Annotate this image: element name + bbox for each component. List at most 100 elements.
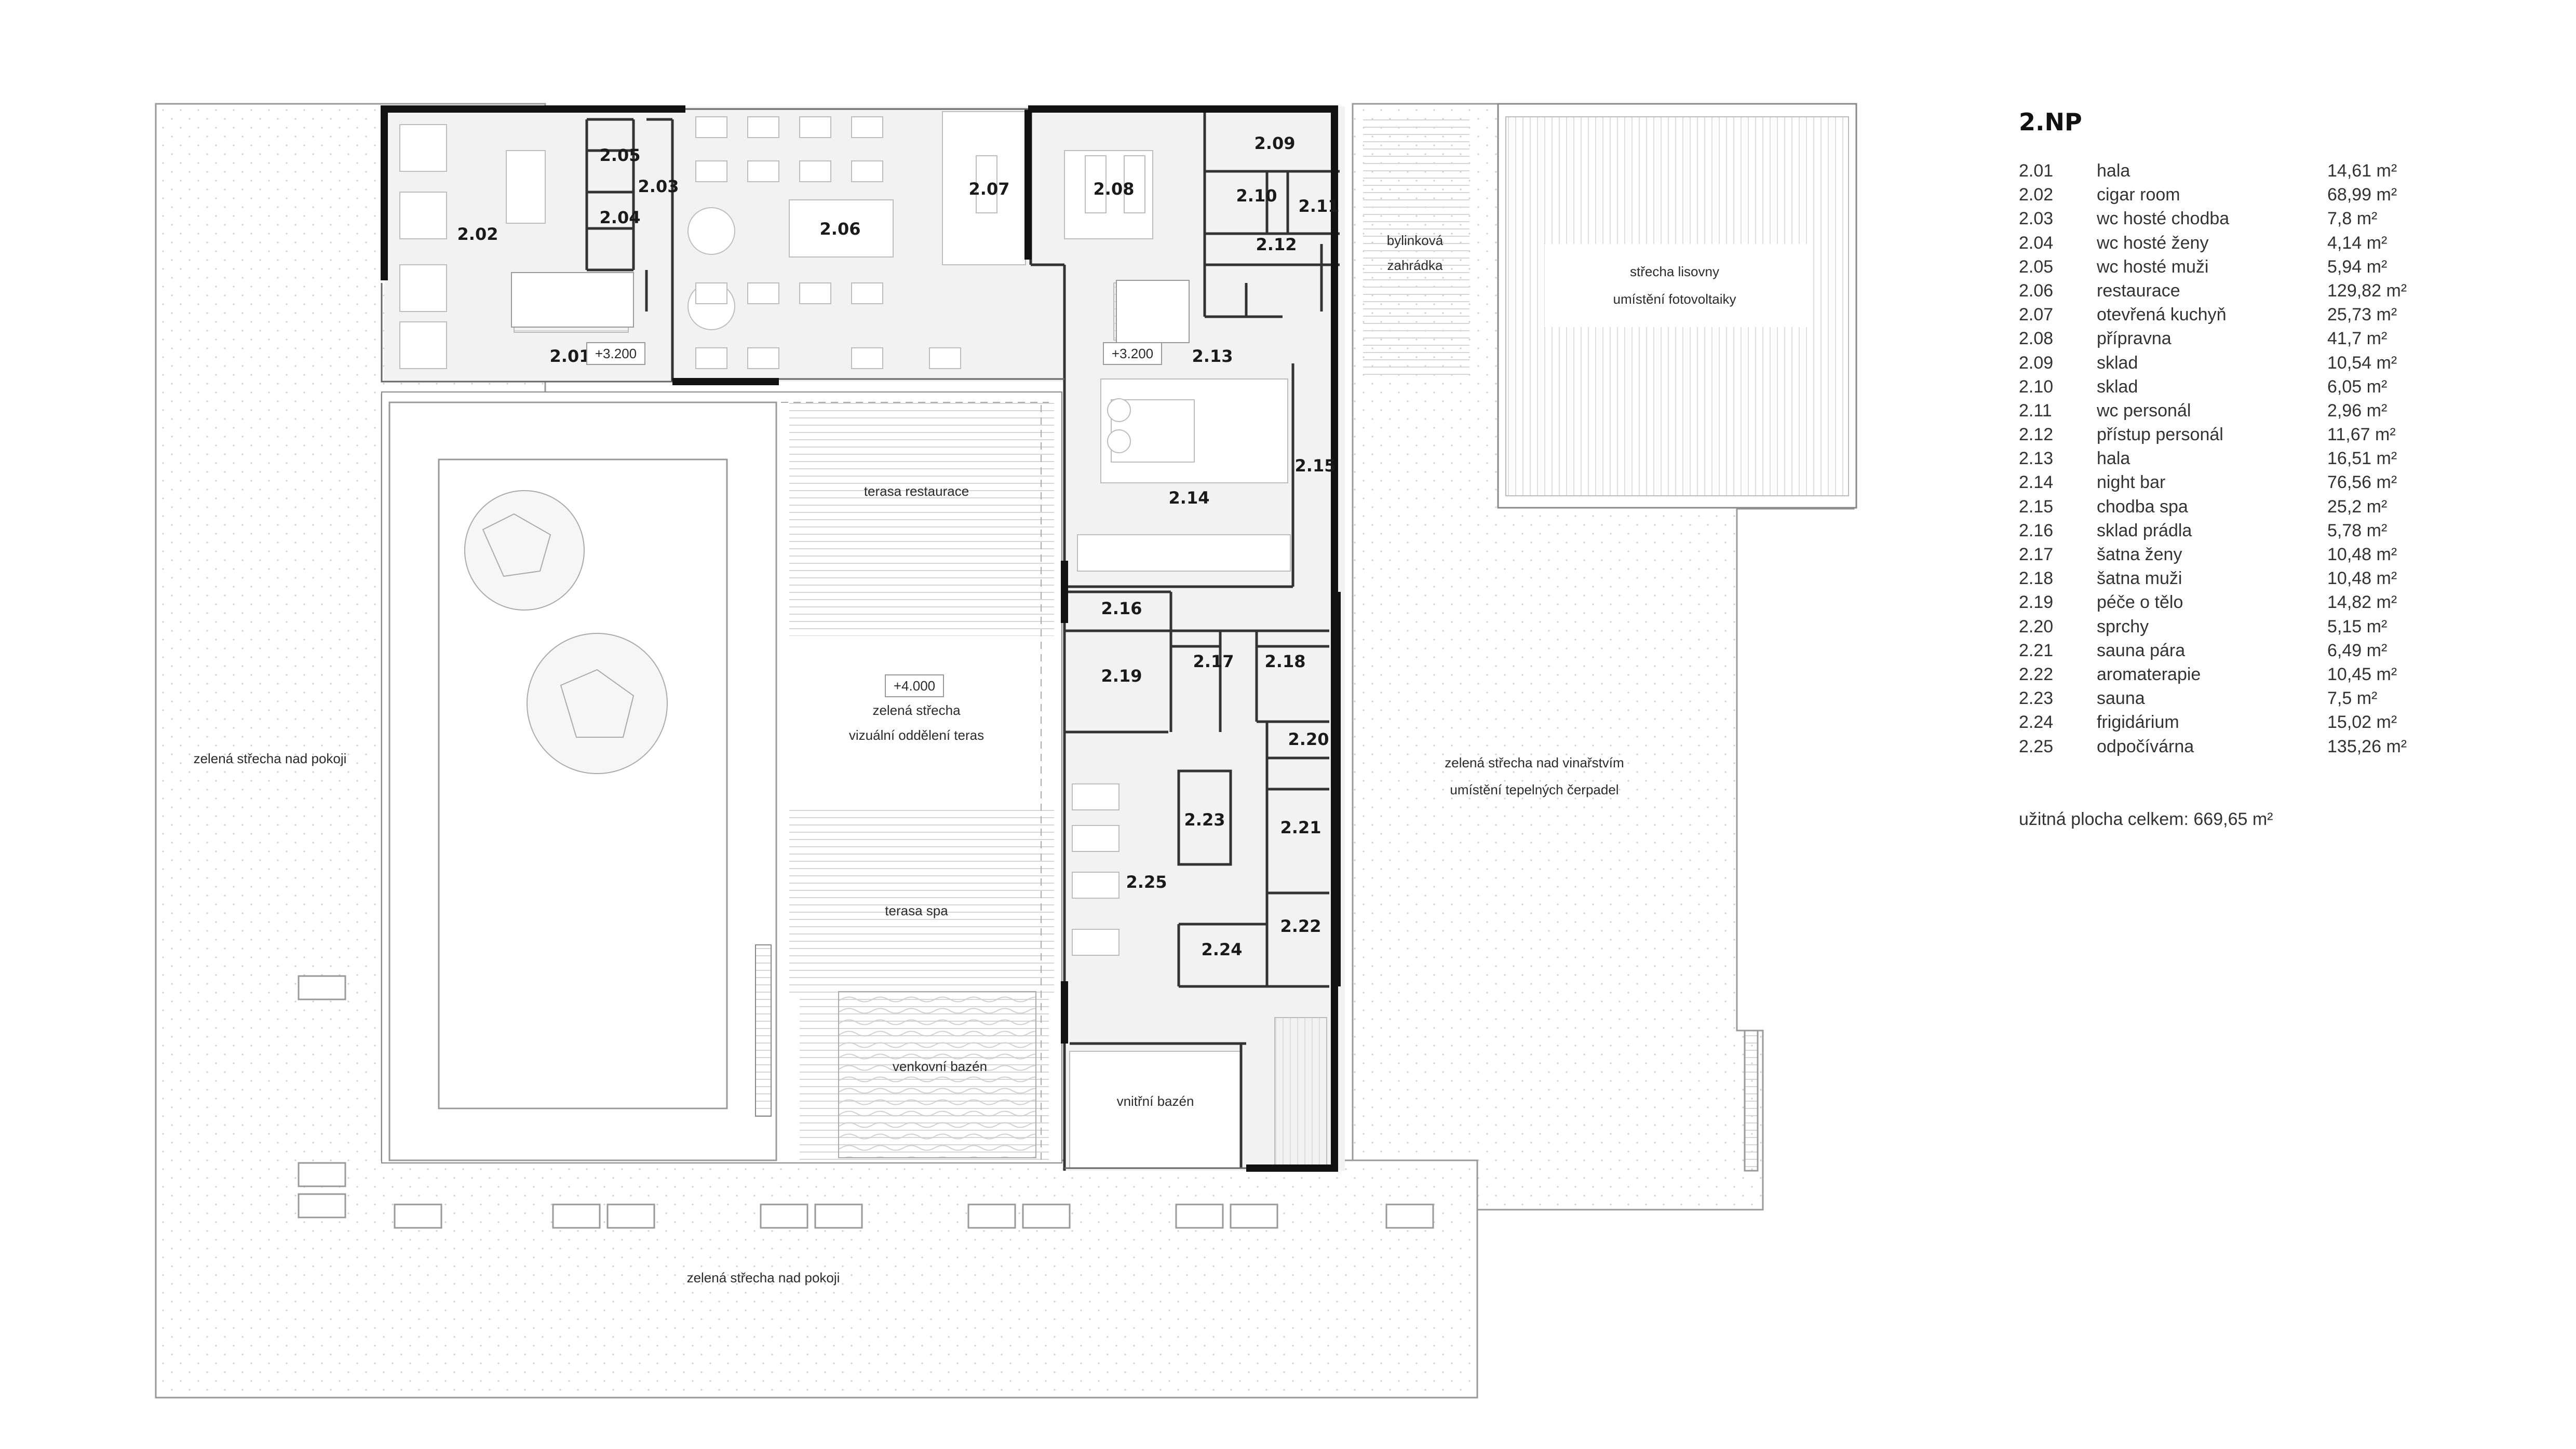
note-photovoltaics: umístění fotovoltaiky	[1613, 291, 1736, 307]
room-area: 6,05 m²	[2327, 376, 2388, 397]
room-name: hala	[2097, 161, 2130, 181]
room-id: 2.08	[2019, 329, 2054, 349]
room-name: cigar room	[2097, 185, 2180, 205]
room-number-label: 2.08	[1094, 179, 1135, 199]
room-area: 135,26 m²	[2327, 736, 2407, 756]
room-id: 2.03	[2019, 209, 2054, 229]
room-area: 41,7 m²	[2327, 329, 2388, 349]
room-number-label: 2.10	[1236, 186, 1277, 206]
room-schedule-row: 2.25 odpočívárna 135,26 m²	[2019, 735, 2538, 759]
room-name: odpočívárna	[2097, 736, 2194, 756]
level-hall-west: +3.200	[595, 346, 637, 361]
skylights	[298, 975, 1759, 1229]
room-id: 2.06	[2019, 280, 2054, 301]
room-number-label: 2.13	[1192, 346, 1233, 366]
room-name: night bar	[2097, 472, 2166, 493]
room-number-label: 2.17	[1193, 652, 1234, 671]
room-number-label: 2.21	[1280, 818, 1321, 837]
room-number-label: 2.16	[1101, 599, 1142, 618]
room-name: sauna	[2097, 688, 2145, 709]
room-id: 2.05	[2019, 256, 2054, 277]
level-terrace: +4.000	[894, 678, 935, 694]
room-id: 2.25	[2019, 736, 2054, 756]
room-area: 6,49 m²	[2327, 640, 2388, 660]
room-name: sklad	[2097, 376, 2138, 397]
room-id: 2.13	[2019, 449, 2054, 469]
room-name: přístup personál	[2097, 425, 2223, 445]
room-name: restaurace	[2097, 280, 2180, 301]
room-number-label: 2.01	[550, 346, 591, 366]
floor-plan: 2.012.022.032.042.052.062.072.082.092.10…	[155, 103, 1857, 1399]
room-name: péče o tělo	[2097, 592, 2183, 613]
room-number-label: 2.19	[1101, 666, 1142, 686]
room-id: 2.17	[2019, 545, 2054, 564]
room-id: 2.19	[2019, 592, 2054, 613]
tree-icon	[464, 490, 668, 774]
room-area: 7,5 m²	[2327, 688, 2378, 709]
room-name: wc hosté chodba	[2097, 209, 2230, 229]
room-number-label: 2.03	[638, 177, 679, 196]
room-area: 15,02 m²	[2327, 712, 2397, 733]
room-id: 2.04	[2019, 233, 2054, 253]
room-name: wc hosté muži	[2097, 256, 2209, 277]
room-id: 2.14	[2019, 472, 2054, 493]
room-name: otevřená kuchyň	[2097, 305, 2227, 325]
room-name: sauna pára	[2097, 640, 2186, 660]
room-name: sprchy	[2097, 616, 2149, 637]
room-area: 10,54 m²	[2327, 353, 2397, 373]
room-area: 5,15 m²	[2327, 616, 2388, 637]
room-area: 16,51 m²	[2327, 449, 2397, 469]
room-name: chodba spa	[2097, 496, 2188, 517]
room-schedule-row: 2.20 sprchy 5,15 m²	[2019, 615, 2538, 639]
room-schedule-row: 2.13 hala 16,51 m²	[2019, 446, 2538, 470]
note-indoor-pool: vnitřní bazén	[1117, 1093, 1194, 1109]
room-name: sklad prádla	[2097, 520, 2192, 540]
room-id: 2.12	[2019, 425, 2054, 445]
room-number-label: 2.04	[600, 208, 641, 227]
note-press-roof: střecha lisovny	[1630, 264, 1719, 279]
press-roof	[1497, 103, 1857, 509]
room-name: šatna ženy	[2097, 545, 2182, 564]
window-lines	[381, 108, 1246, 1169]
room-area: 68,99 m²	[2327, 185, 2397, 205]
room-schedule-row: 2.08 přípravna 41,7 m²	[2019, 327, 2538, 350]
room-number-label: 2.07	[969, 179, 1010, 199]
room-area: 10,48 m²	[2327, 568, 2397, 589]
level-markers: +3.200 +3.200 +4.000	[586, 342, 1162, 697]
note-winery-roof: zelená střecha nad vinařstvím	[1445, 755, 1624, 770]
room-area: 10,48 m²	[2327, 545, 2397, 564]
room-number-label: 2.20	[1288, 729, 1329, 749]
note-heat-pumps: umístění tepelných čerpadel	[1450, 782, 1619, 797]
room-name: aromaterapie	[2097, 664, 2201, 684]
room-number-label: 2.12	[1256, 235, 1297, 254]
room-number-label: 2.23	[1184, 810, 1225, 830]
room-number-label: 2.14	[1169, 488, 1210, 508]
room-name: wc personál	[2097, 400, 2191, 421]
room-name: hala	[2097, 449, 2130, 469]
note-terrace-separation: vizuální oddělení teras	[849, 727, 984, 743]
total-area: užitná plocha celkem: 669,65 m²	[2019, 809, 2273, 829]
room-number-label: 2.24	[1202, 940, 1243, 959]
room-name: přípravna	[2097, 329, 2172, 349]
room-area: 2,96 m²	[2327, 400, 2388, 421]
room-number-label: 2.09	[1255, 133, 1296, 153]
room-id: 2.20	[2019, 616, 2054, 637]
room-area: 25,2 m²	[2327, 496, 2388, 517]
room-number-label: 2.02	[457, 224, 498, 244]
room-id: 2.18	[2019, 568, 2054, 589]
room-number-label: 2.11	[1299, 196, 1340, 216]
level-hall-east: +3.200	[1112, 346, 1153, 361]
note-green-roof: zelená střecha	[872, 702, 961, 718]
